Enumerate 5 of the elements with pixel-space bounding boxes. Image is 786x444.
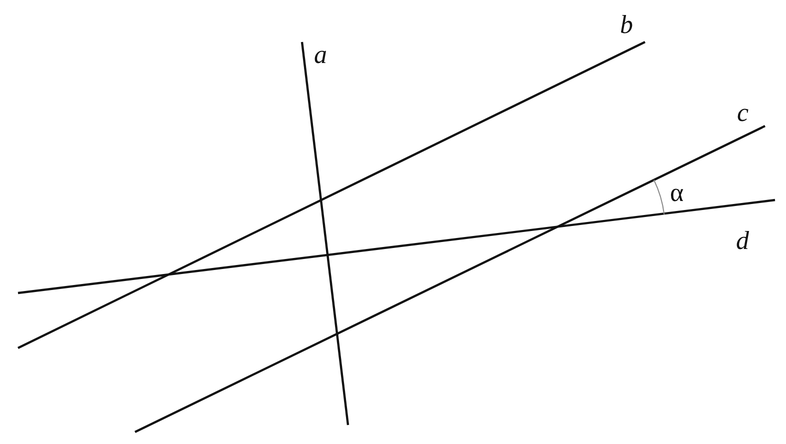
angle-label: α	[670, 180, 684, 206]
line-label: b	[620, 12, 633, 38]
line-label: c	[737, 100, 749, 126]
line-label: a	[314, 42, 327, 68]
line-label: d	[736, 228, 749, 254]
